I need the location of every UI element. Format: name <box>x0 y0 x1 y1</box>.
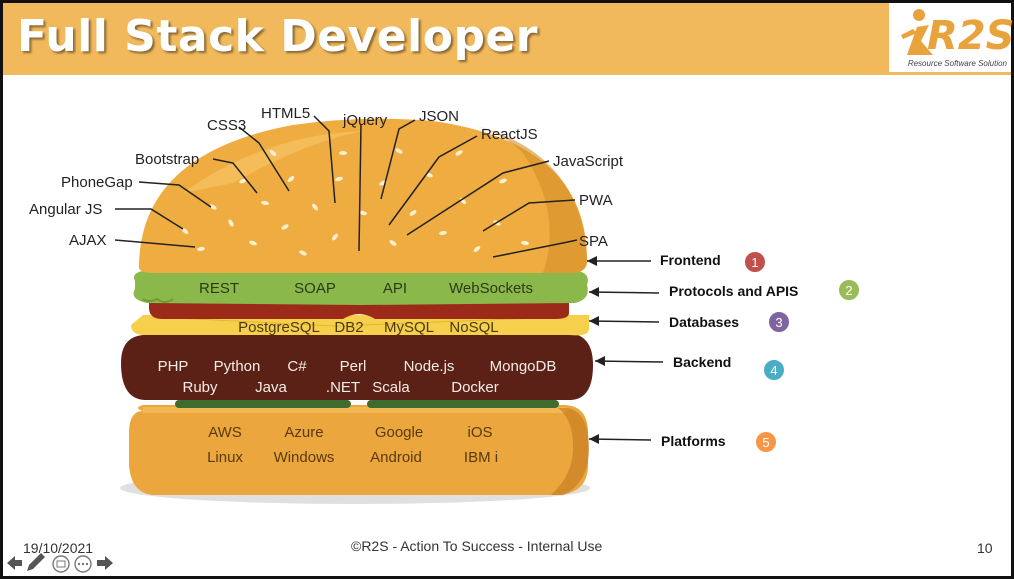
platform-label: Linux <box>207 449 243 466</box>
layer-number: 4 <box>770 363 777 378</box>
layer-number-badge <box>762 358 786 382</box>
backend-label: Perl <box>340 358 367 375</box>
backend-patty <box>121 333 593 400</box>
layer-label: Protocols and APIS <box>669 283 798 299</box>
frontend-tech-label: HTML5 <box>261 105 310 122</box>
layer-label: Frontend <box>660 252 721 268</box>
backend-label: .NET <box>326 379 360 396</box>
platform-labels: AWS Azure Google iOS Linux Windows Android IBM … <box>207 424 498 466</box>
sesame-seeds <box>181 148 529 256</box>
database-labels: PostgreSQL DB2 MySQL NoSQL <box>238 319 498 336</box>
frontend-tech-label: JavaScript <box>553 153 624 170</box>
backend-label: Python <box>214 358 261 375</box>
layer-number-badge <box>743 250 767 274</box>
database-label: PostgreSQL <box>238 319 320 336</box>
platform-label: iOS <box>467 424 492 441</box>
layer-number-badge <box>837 278 861 302</box>
page-number: 10 <box>977 540 993 556</box>
lettuce-layer <box>133 271 588 305</box>
frontend-tech-label: SPA <box>579 233 608 250</box>
backend-labels: PHP Python C# Perl Node.js MongoDB Ruby Java .NE… <box>158 358 557 396</box>
backend-label: Node.js <box>404 358 455 375</box>
slide: Full Stack Developer R2S Resource Softwa… <box>3 3 1014 576</box>
next-slide-icon[interactable] <box>97 556 113 570</box>
backend-label: Java <box>255 379 287 396</box>
layer-number: 2 <box>845 283 852 298</box>
layer-label: Backend <box>673 354 731 370</box>
layer-number: 3 <box>775 315 782 330</box>
more-options-icon[interactable] <box>74 555 92 573</box>
backend-label: PHP <box>158 358 189 375</box>
frontend-tech-label: AJAX <box>69 232 107 249</box>
layer-label: Platforms <box>661 433 726 449</box>
protocol-label: SOAP <box>294 280 336 297</box>
lettuce-strip <box>175 400 351 408</box>
backend-label: MongoDB <box>490 358 557 375</box>
database-label: DB2 <box>334 319 363 336</box>
slides-view-icon[interactable] <box>52 555 70 573</box>
r2s-logo-mark: R2S <box>901 9 1014 59</box>
protocol-label: API <box>383 280 407 297</box>
layer-number: 5 <box>762 435 769 450</box>
platform-label: IBM i <box>464 449 498 466</box>
bottom-bun <box>129 405 588 495</box>
backend-label: Scala <box>372 379 410 396</box>
backend-label: Ruby <box>182 379 218 396</box>
database-label: MySQL <box>384 319 434 336</box>
layer-number-badge <box>754 430 778 454</box>
logo-subtitle: Resource Software Solution <box>907 59 1007 68</box>
protocol-labels: REST SOAP API WebSockets <box>199 280 533 297</box>
pen-icon[interactable] <box>27 553 45 571</box>
platform-label: AWS <box>208 424 242 441</box>
frontend-tech-label: Bootstrap <box>135 151 199 168</box>
layer-number: 1 <box>751 255 758 270</box>
backend-label: C# <box>287 358 307 375</box>
platform-label: Android <box>370 449 422 466</box>
layer-number-badge <box>767 310 791 334</box>
prev-slide-icon[interactable] <box>7 556 22 570</box>
platform-label: Azure <box>284 424 323 441</box>
r2s-logo: R2S Resource Software Solution <box>889 3 1014 75</box>
platform-label: Google <box>375 424 423 441</box>
title-bar: Full Stack Developer <box>3 3 889 75</box>
database-label: NoSQL <box>449 319 498 336</box>
frontend-tech-label: ReactJS <box>481 126 538 143</box>
slide-date: 19/10/2021 <box>23 540 94 556</box>
slide-title: Full Stack Developer <box>17 11 538 62</box>
logo-text: R2S <box>927 13 1014 59</box>
slideshow-nav-toolbar <box>7 553 113 573</box>
layer-arrows <box>587 256 664 444</box>
frontend-leader-lines <box>114 115 578 258</box>
protocol-label: WebSockets <box>449 280 533 297</box>
protocol-label: REST <box>199 280 239 297</box>
frontend-tech-label: JSON <box>419 108 459 125</box>
layer-label: Databases <box>669 314 739 330</box>
frontend-tech-label: Angular JS <box>29 201 102 218</box>
slide-footer: ©R2S - Action To Success - Internal Use <box>351 538 603 554</box>
frontend-tech-label: PhoneGap <box>61 174 133 191</box>
backend-label: Docker <box>451 379 499 396</box>
frontend-tech-label: jQuery <box>342 112 388 129</box>
frontend-tech-label: CSS3 <box>207 117 246 134</box>
frontend-tech-label: PWA <box>579 192 613 209</box>
platform-label: Windows <box>274 449 335 466</box>
